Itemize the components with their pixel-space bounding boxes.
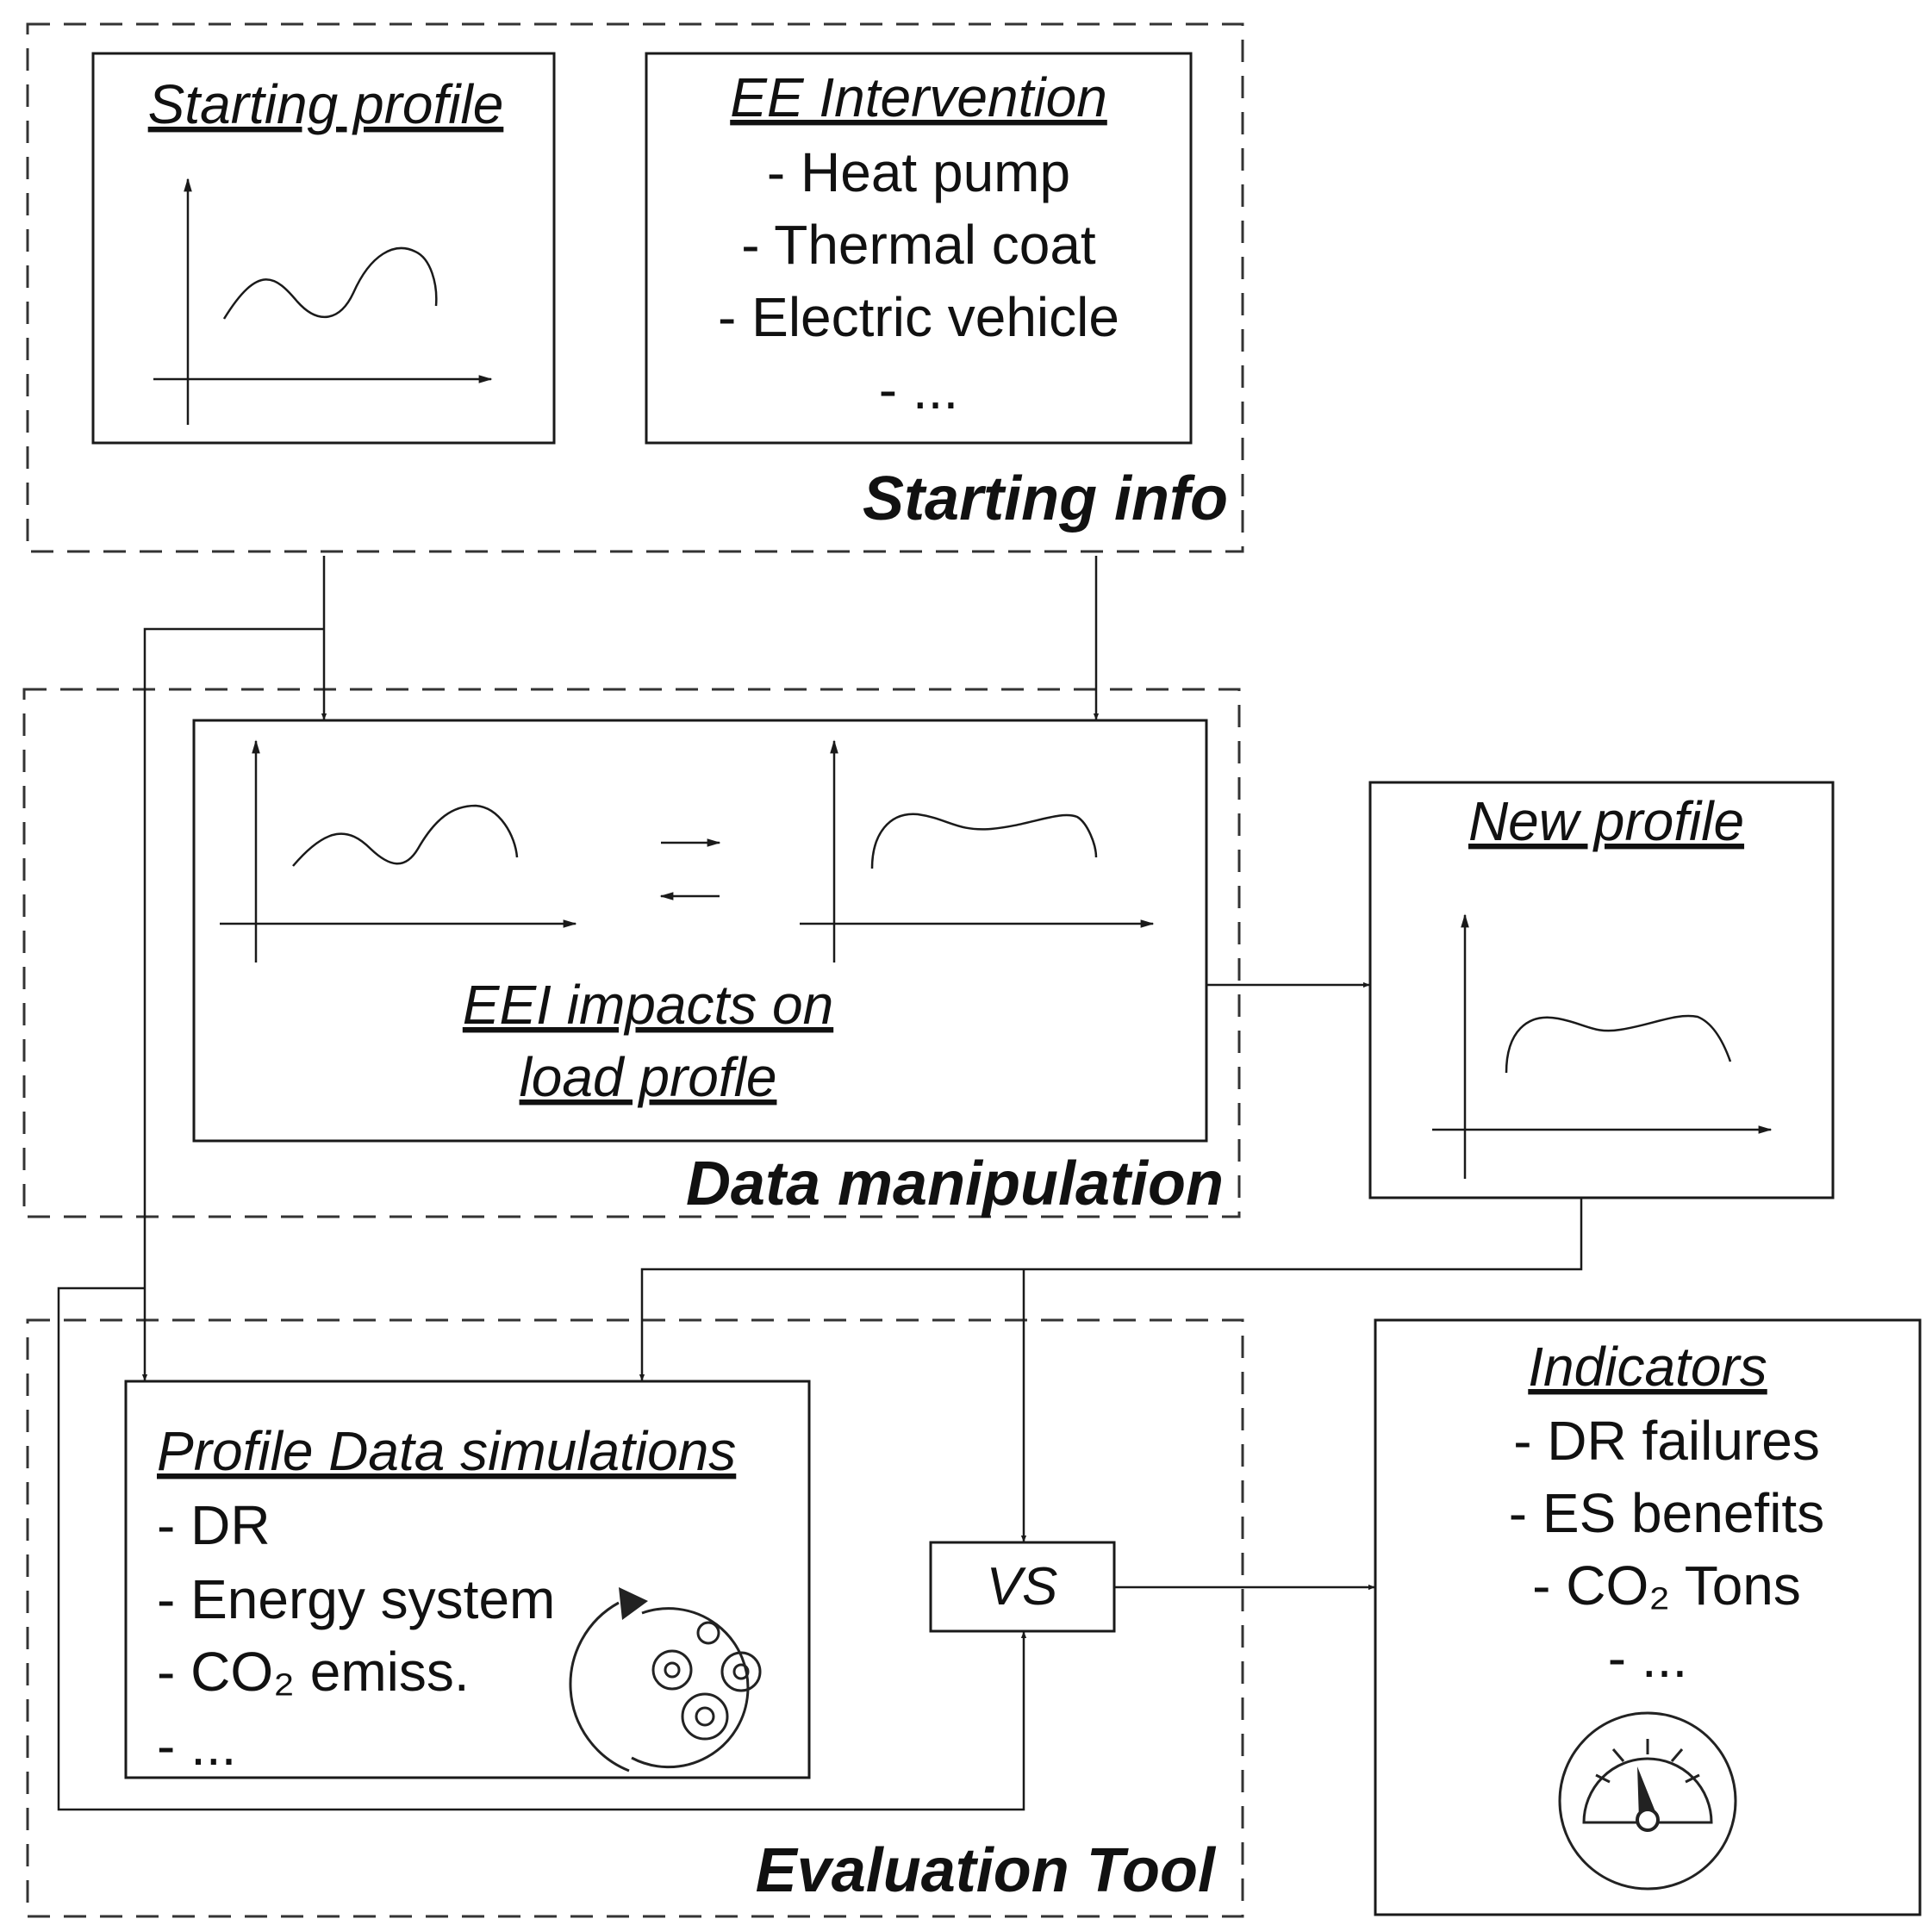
starting-profile-title: Starting profile xyxy=(148,73,504,135)
eei-impacts-box: EEI impacts on load profle xyxy=(192,719,1208,1143)
new-profile-chart-icon xyxy=(1432,913,1773,1179)
profile-simulations-title: Profile Data simulations xyxy=(157,1420,736,1482)
indicators-item: - ES benefits xyxy=(1509,1482,1824,1544)
evaluation-tool-label: Evaluation Tool xyxy=(756,1836,1217,1905)
eei-impacts-title-line1: EEI impacts on xyxy=(463,974,833,1036)
ee-intervention-title: EE Intervention xyxy=(730,66,1107,128)
ee-intervention-item: - Heat pump xyxy=(767,141,1070,203)
evaluation-tool-group: Evaluation Tool xyxy=(26,1318,1244,1918)
indicators-box: Indicators - DR failures - ES benefits -… xyxy=(1374,1318,1922,1916)
ee-intervention-box: EE Intervention - Heat pump - Thermal co… xyxy=(645,52,1193,445)
starting-info-group: Starting info xyxy=(26,22,1244,553)
vs-label: VS xyxy=(987,1557,1058,1617)
gauge-icon xyxy=(1558,1711,1737,1891)
connectors xyxy=(57,556,1583,1811)
ee-intervention-item: - Thermal coat xyxy=(741,214,1096,276)
indicators-title: Indicators xyxy=(1528,1336,1767,1398)
starting-info-label: Starting info xyxy=(863,464,1228,533)
vs-box: VS xyxy=(929,1541,1116,1633)
profile-simulations-item: - CO₂ emiss. xyxy=(157,1641,470,1703)
exchange-arrows-icon xyxy=(659,838,721,900)
ee-intervention-item: - Electric vehicle xyxy=(718,286,1119,348)
new-profile-box: New profile xyxy=(1368,781,1835,1199)
profile-simulations-item: - DR xyxy=(157,1494,271,1556)
eei-before-chart-icon xyxy=(220,739,577,962)
data-manipulation-group: Data manipulation xyxy=(22,688,1241,1218)
eei-impacts-title-line2: load profle xyxy=(520,1046,777,1108)
starting-profile-chart-icon xyxy=(153,178,493,425)
starting-profile-box: Starting profile xyxy=(91,52,556,445)
data-manipulation-label: Data manipulation xyxy=(686,1149,1224,1218)
indicators-item: - ... xyxy=(1608,1627,1687,1689)
new-profile-title: New profile xyxy=(1468,790,1744,852)
gears-cycle-icon xyxy=(569,1587,762,1772)
profile-simulations-item: - Energy system xyxy=(157,1568,555,1630)
indicators-item: - CO₂ Tons xyxy=(1532,1554,1801,1617)
indicators-item: - DR failures xyxy=(1513,1410,1820,1472)
ee-intervention-item: - ... xyxy=(879,358,958,421)
eei-after-chart-icon xyxy=(800,739,1155,962)
profile-simulations-box: Profile Data simulations - DR - Energy s… xyxy=(124,1380,811,1779)
profile-simulations-item: - ... xyxy=(157,1715,236,1777)
